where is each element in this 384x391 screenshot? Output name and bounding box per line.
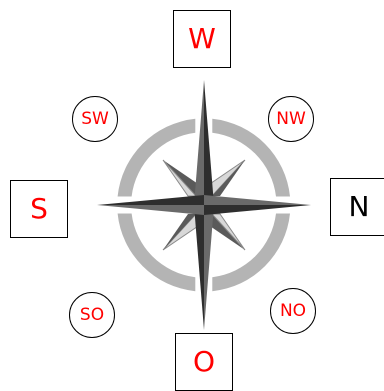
direction-label-s: S <box>30 195 48 223</box>
direction-label-no: NO <box>280 303 306 320</box>
direction-label-n: N <box>349 193 370 221</box>
direction-card-sw: SW <box>72 96 118 142</box>
direction-card-s: S <box>10 180 68 238</box>
direction-label-w: W <box>188 25 216 53</box>
direction-card-no: NO <box>270 288 316 334</box>
direction-card-w: W <box>173 10 231 68</box>
direction-card-n: N <box>330 178 384 236</box>
direction-label-sw: SW <box>81 111 109 128</box>
direction-label-o: O <box>193 348 215 376</box>
direction-label-nw: NW <box>276 111 306 128</box>
direction-card-nw: NW <box>268 96 314 142</box>
direction-card-o: O <box>175 333 233 391</box>
direction-label-so: SO <box>80 307 104 324</box>
direction-card-so: SO <box>69 292 115 338</box>
